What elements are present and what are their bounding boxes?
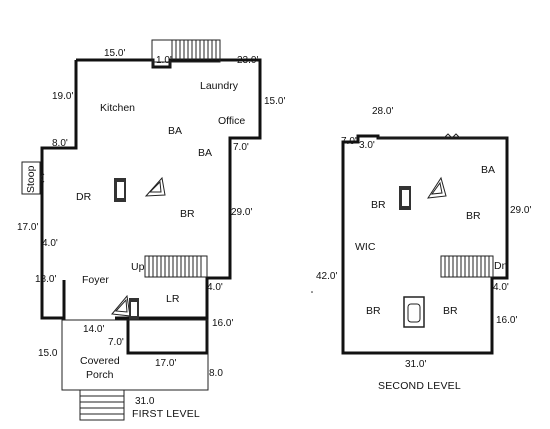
room-bath-2: BA <box>198 147 212 159</box>
dim-porch-top: 14.0' <box>83 324 104 335</box>
interior-stairs-up <box>144 255 208 278</box>
dim-bottom: 31.0' <box>405 359 426 370</box>
covered-porch <box>61 319 209 391</box>
dim-right-step: 4.0' <box>207 282 223 293</box>
dim-bottom: 17.0' <box>155 358 176 369</box>
stairs-down <box>440 255 494 278</box>
first-level-title: FIRST LEVEL <box>132 408 200 420</box>
dim-right-upper: 15.0' <box>264 96 285 107</box>
room-dining: DR <box>76 191 92 203</box>
back-stairs <box>151 39 221 63</box>
room-bath-1: BA <box>168 125 182 137</box>
fireplace-dining <box>114 176 166 202</box>
fireplace-upper <box>399 176 447 210</box>
room-kitchen: Kitchen <box>100 102 135 114</box>
dim-top-total: 28.0' <box>372 106 393 117</box>
dim-top-left: 15.0' <box>104 48 125 59</box>
room-living: LR <box>166 293 180 305</box>
dim-right-mid: 29.0' <box>231 207 252 218</box>
dim-right-step: 4.0' <box>493 282 509 293</box>
first-level-plan: Kitchen Laundry Office BA BA DR BR Foyer… <box>17 39 285 421</box>
room-walk-in-closet: WIC <box>355 241 376 253</box>
porch-label-line2: Porch <box>86 369 114 381</box>
dim-porch-right: 8.0 <box>209 368 223 379</box>
room-bath-upper: BA <box>481 164 495 176</box>
stoop-label: Stoop <box>25 165 37 193</box>
second-level-title: SECOND LEVEL <box>378 380 461 392</box>
stoop <box>21 161 45 195</box>
dim-left-small: 4.0' <box>42 238 58 249</box>
room-office: Office <box>218 115 245 127</box>
dim-left-jog: 8.0' <box>52 138 68 149</box>
dim-porch-side: 15.0 <box>38 348 58 359</box>
dim-right-upper: 29.0' <box>510 205 531 216</box>
dim-left: 42.0' <box>316 271 337 282</box>
fireplace-lower-upperlevel <box>403 296 425 328</box>
stairs-down-label: Dn <box>494 260 508 272</box>
room-bedroom-upper-2: BR <box>466 210 481 222</box>
room-laundry: Laundry <box>200 80 239 92</box>
room-bedroom-upper-4: BR <box>443 305 458 317</box>
dim-porch-bottom: 31.0 <box>135 396 155 407</box>
dim-top-left: 7.0' <box>341 136 357 147</box>
dim-right-lower: 16.0' <box>212 318 233 329</box>
porch-label-line1: Covered <box>80 355 120 367</box>
fireplace-living <box>111 294 139 320</box>
dim-left-upper: 19.0' <box>52 91 73 102</box>
dim-top-mid: 1.0' <box>156 55 172 66</box>
porch-steps <box>79 389 125 421</box>
dim-top-right: 23.0' <box>237 55 258 66</box>
dim-right-jog: 7.0' <box>233 142 249 153</box>
room-bedroom-upper-3: BR <box>366 305 381 317</box>
dim-right-lower: 16.0' <box>496 315 517 326</box>
room-bedroom: BR <box>180 208 195 220</box>
dim-left-mid: 17.0' <box>17 222 38 233</box>
dim-left-lower: 18.0' <box>35 274 56 285</box>
dim-porch-step: 7.0' <box>108 337 124 348</box>
stairs-up-label: Up <box>131 261 145 273</box>
dim-top-jog: 3.0' <box>359 140 375 151</box>
second-level-plan: BA BR BR WIC BR BR Dn 28.0' 7.0' 3.0' 29… <box>311 106 531 392</box>
first-level-walls <box>40 58 262 355</box>
room-foyer: Foyer <box>82 274 109 286</box>
room-bedroom-upper-1: BR <box>371 199 386 211</box>
